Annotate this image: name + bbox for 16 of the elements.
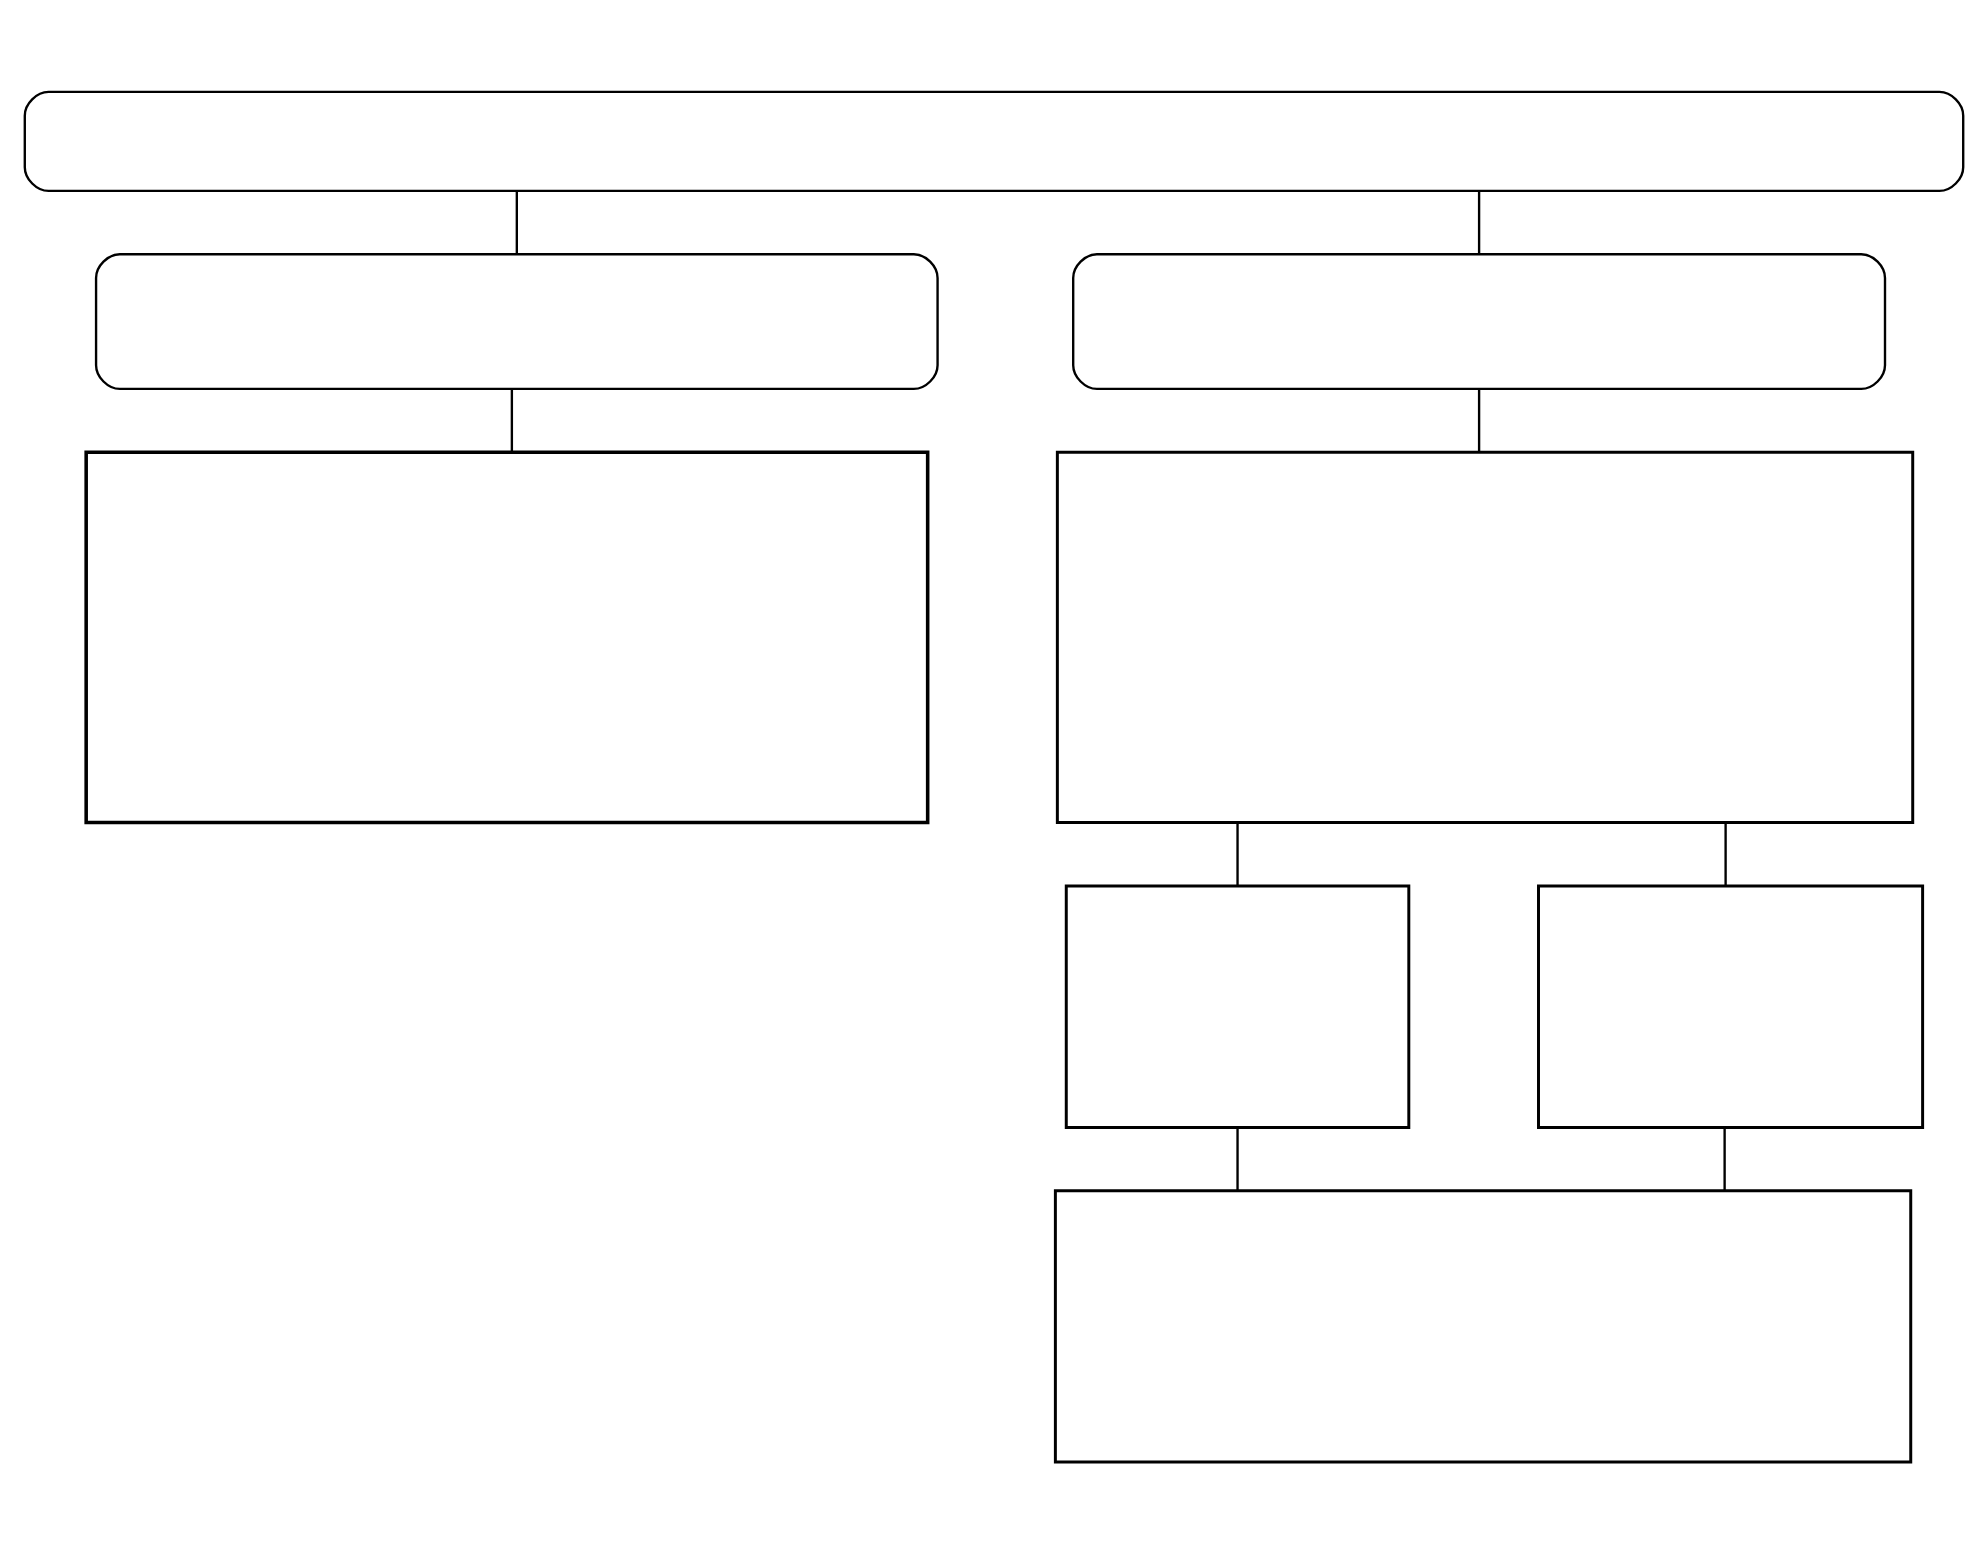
node-box xyxy=(23,90,1965,193)
connector xyxy=(515,191,518,255)
connector xyxy=(1477,191,1481,255)
connector xyxy=(1724,822,1727,886)
connector xyxy=(510,389,514,452)
node-box xyxy=(1537,884,1925,1129)
node-box xyxy=(1072,253,1887,391)
node-box xyxy=(94,253,939,391)
connector xyxy=(1236,822,1239,886)
node-box xyxy=(1055,450,1915,825)
node-box xyxy=(84,450,930,825)
connector xyxy=(1477,389,1481,452)
connector xyxy=(1723,1127,1726,1191)
connector xyxy=(1236,1127,1239,1191)
node-box xyxy=(1064,884,1411,1129)
node-box xyxy=(1053,1189,1913,1464)
